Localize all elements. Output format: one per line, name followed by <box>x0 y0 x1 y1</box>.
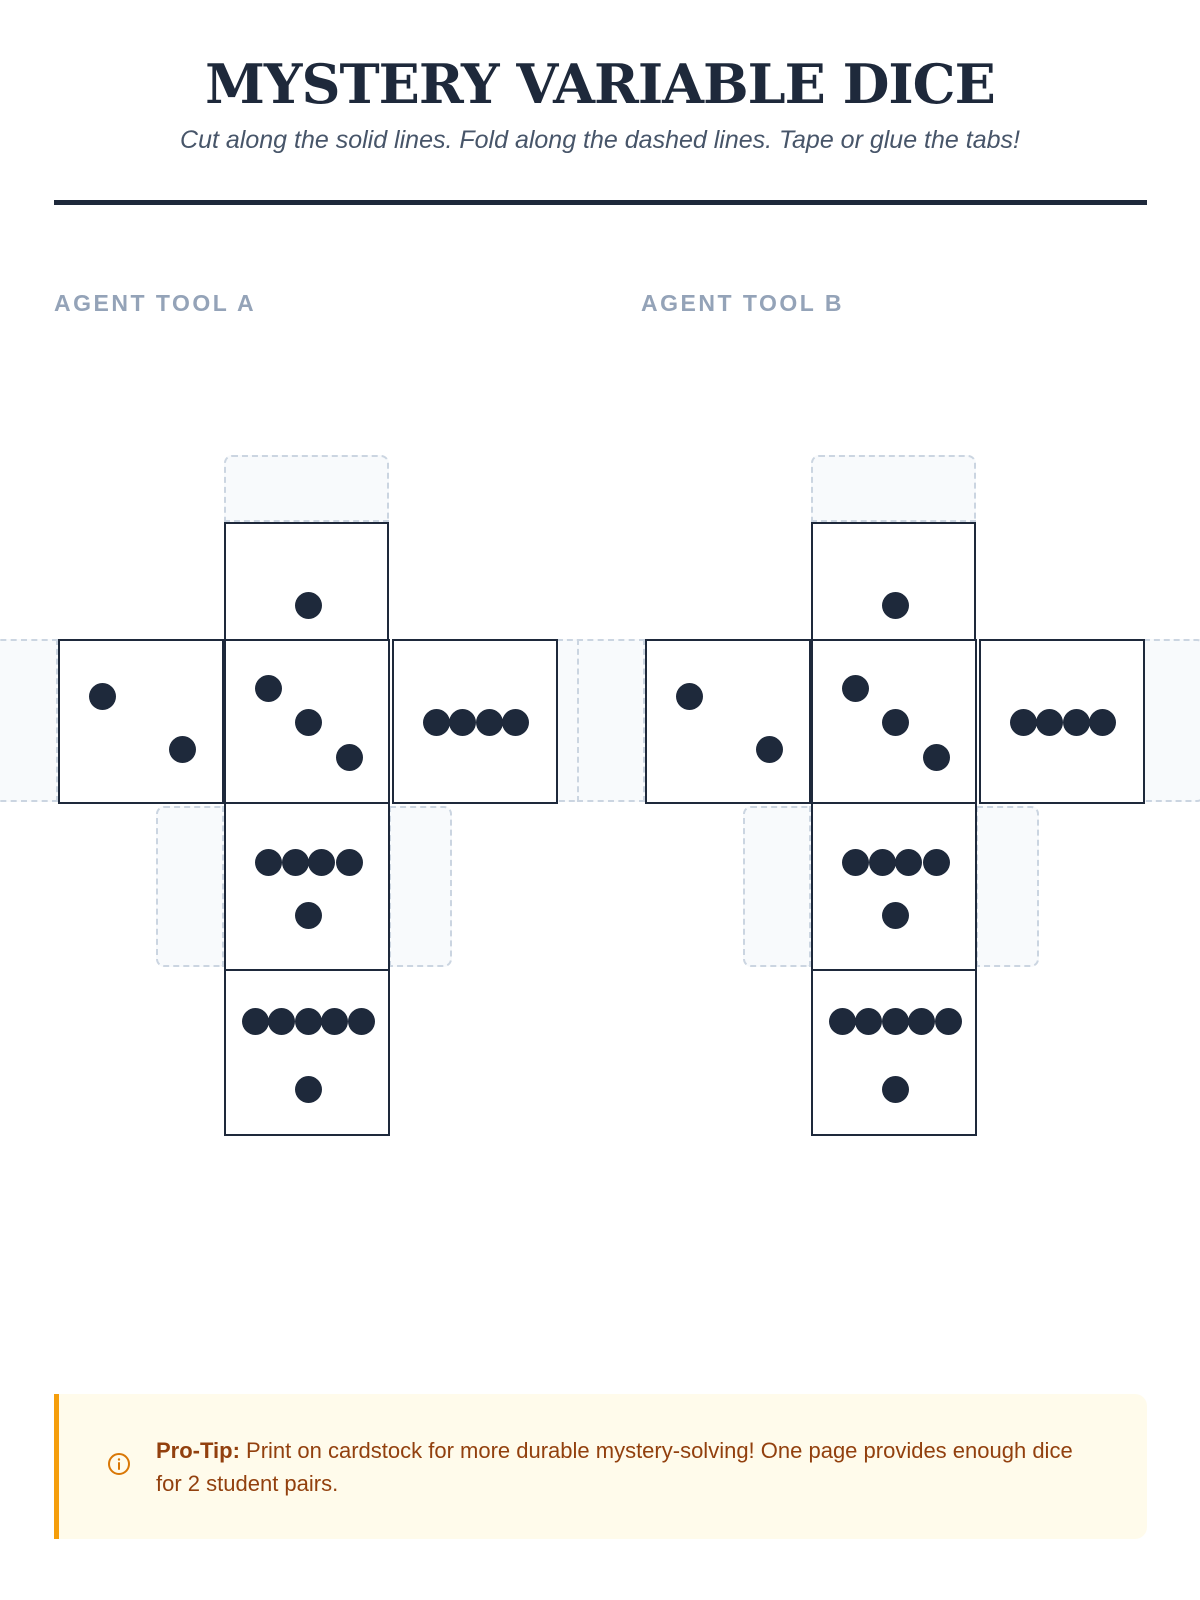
die-face-3 <box>224 639 390 804</box>
pro-tip-text: Pro-Tip: Print on cardstock for more dur… <box>156 1434 1086 1500</box>
die-net-a <box>0 0 618 1200</box>
pip-dot <box>881 708 909 736</box>
pip-dot <box>922 848 950 876</box>
pro-tip-callout: Pro-Tip: Print on cardstock for more dur… <box>54 1394 1147 1539</box>
glue-tab <box>389 806 452 967</box>
pip-dot <box>922 743 950 771</box>
die-face-3 <box>811 639 977 804</box>
glue-tab <box>976 806 1039 967</box>
pip-dot <box>294 901 322 929</box>
pip-dot <box>828 1007 856 1035</box>
pip-dot <box>1035 708 1063 736</box>
pip-dot <box>347 1007 375 1035</box>
pip-dot <box>241 1007 269 1035</box>
pip-dot <box>294 708 322 736</box>
pip-dot <box>501 708 529 736</box>
pip-dot <box>281 848 309 876</box>
die-face-1 <box>224 522 389 641</box>
pip-dot <box>1062 708 1090 736</box>
pro-tip-body: Print on cardstock for more durable myst… <box>156 1438 1073 1496</box>
glue-tab <box>224 455 389 522</box>
die-face-5 <box>224 802 390 971</box>
pro-tip-prefix: Pro-Tip: <box>156 1438 240 1463</box>
pip-dot <box>448 708 476 736</box>
pip-dot <box>675 682 703 710</box>
pip-dot <box>335 743 363 771</box>
pip-dot <box>168 735 196 763</box>
glue-tab <box>577 639 645 802</box>
info-circle-icon <box>108 1453 130 1475</box>
die-face-4 <box>979 639 1145 804</box>
pip-dot <box>755 735 783 763</box>
pip-dot <box>881 901 909 929</box>
pip-dot <box>1009 708 1037 736</box>
page-title: MYSTERY VARIABLE DICE <box>205 52 996 116</box>
pip-dot <box>1088 708 1116 736</box>
glue-tab <box>811 455 976 522</box>
pip-dot <box>881 591 909 619</box>
net-label-b: AGENT TOOL B <box>641 290 844 316</box>
pip-dot <box>907 1007 935 1035</box>
pip-dot <box>894 848 922 876</box>
net-label-a: AGENT TOOL A <box>54 290 257 316</box>
pip-dot <box>254 848 282 876</box>
pip-dot <box>475 708 503 736</box>
glue-tab <box>156 806 224 967</box>
die-face-6 <box>224 969 390 1136</box>
header-divider <box>54 200 1147 205</box>
glue-tab <box>1143 639 1200 802</box>
pip-dot <box>841 674 869 702</box>
pip-dot <box>88 682 116 710</box>
pip-dot <box>881 1075 909 1103</box>
die-face-1 <box>811 522 976 641</box>
die-face-2 <box>645 639 811 804</box>
pip-dot <box>881 1007 909 1035</box>
pip-dot <box>854 1007 882 1035</box>
pip-dot <box>267 1007 295 1035</box>
die-face-2 <box>58 639 224 804</box>
pip-dot <box>307 848 335 876</box>
die-face-6 <box>811 969 977 1136</box>
pip-dot <box>294 1075 322 1103</box>
pip-dot <box>320 1007 348 1035</box>
glue-tab <box>743 806 811 967</box>
pip-dot <box>254 674 282 702</box>
pip-dot <box>934 1007 962 1035</box>
pip-dot <box>335 848 363 876</box>
pip-dot <box>294 1007 322 1035</box>
instructions-subtitle: Cut along the solid lines. Fold along th… <box>180 126 1020 154</box>
die-net-b <box>577 0 1200 1200</box>
pip-dot <box>294 591 322 619</box>
pip-dot <box>422 708 450 736</box>
pip-dot <box>868 848 896 876</box>
pip-dot <box>841 848 869 876</box>
die-face-5 <box>811 802 977 971</box>
die-face-4 <box>392 639 558 804</box>
glue-tab <box>0 639 58 802</box>
